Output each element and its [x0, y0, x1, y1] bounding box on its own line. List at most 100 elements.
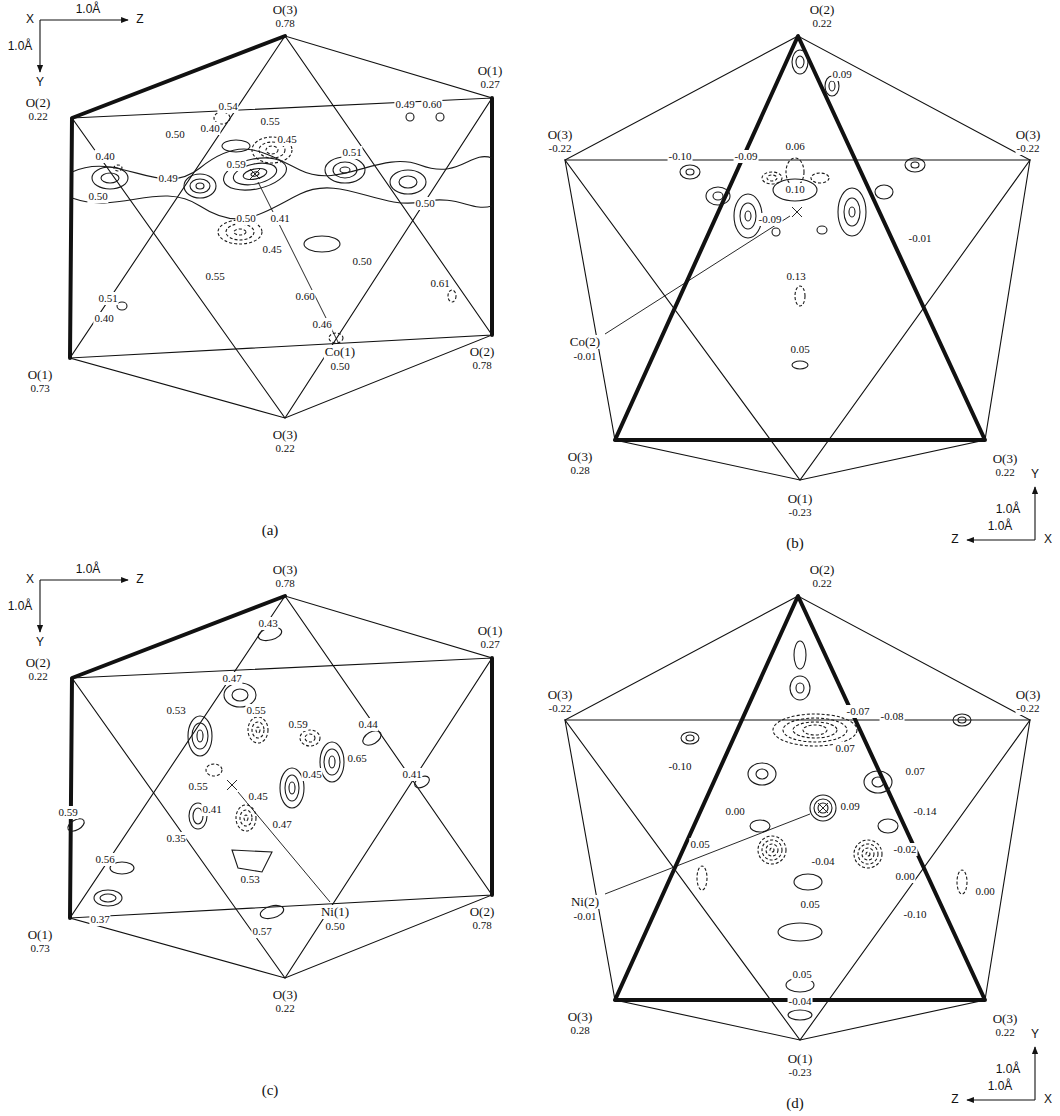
map-stroke: [706, 187, 730, 205]
density-value: 0.40: [199, 122, 220, 135]
atom-label: O(2): [25, 96, 52, 110]
map-stroke: [72, 149, 492, 179]
axis-label: 1.0Å: [75, 563, 102, 576]
map-stroke: [266, 146, 278, 154]
density-value: 0.40: [94, 150, 115, 163]
map-stroke: [305, 734, 315, 742]
density-value: 0.53: [165, 704, 186, 717]
axis-label: 1.0Å: [7, 600, 34, 613]
map-stroke: [686, 735, 694, 741]
map-stroke: [866, 852, 870, 856]
map-stroke: [248, 717, 268, 743]
map-stroke: [300, 730, 320, 746]
panel-c-map: [40, 580, 492, 978]
density-value: -0.10: [668, 150, 693, 163]
map-stroke: [958, 717, 966, 723]
atom-label: Ni(1): [320, 905, 350, 919]
map-stroke: [750, 820, 770, 832]
atom-label: O(1): [27, 928, 54, 942]
density-value: 0.28: [569, 1024, 590, 1037]
density-value: 0.13: [785, 270, 806, 283]
map-stroke: [399, 176, 417, 188]
density-value: 0.40: [93, 312, 114, 325]
density-value: 0.41: [269, 212, 290, 225]
density-value: 0.47: [271, 818, 292, 831]
density-value: 0.46: [311, 318, 332, 331]
density-value: 0.44: [357, 718, 378, 731]
density-value: 0.78: [274, 17, 295, 30]
density-value: 0.00: [724, 805, 745, 818]
atom-label: O(1): [27, 368, 54, 382]
map-stroke: [772, 228, 780, 236]
atom-label: O(3): [567, 1010, 594, 1024]
map-stroke: [227, 780, 237, 790]
map-stroke: [811, 173, 829, 183]
density-value: 0.05: [791, 968, 812, 981]
map-stroke: [681, 732, 699, 744]
axis-label: Y: [1030, 1028, 1040, 1041]
map-stroke: [448, 290, 456, 302]
density-value: 0.22: [27, 670, 48, 683]
map-stroke: [878, 819, 898, 833]
map-stroke: [740, 203, 756, 229]
map-stroke: [259, 903, 285, 921]
density-value: 0.78: [471, 919, 492, 932]
map-stroke: [814, 799, 832, 817]
map-stroke: [762, 840, 782, 860]
map-stroke: [196, 183, 204, 189]
map-stroke: [320, 742, 344, 782]
map-stroke: [788, 1010, 812, 1020]
panel-label: (a): [261, 522, 280, 538]
density-value: -0.01: [573, 350, 598, 363]
atom-label: O(3): [272, 563, 299, 577]
map-stroke: [289, 782, 295, 794]
map-stroke: [70, 36, 492, 418]
atom-label: O(3): [272, 988, 299, 1002]
density-value: -0.14: [913, 805, 938, 818]
density-value: -0.07: [846, 705, 871, 718]
map-stroke: [858, 844, 878, 864]
density-value: 0.49: [157, 172, 178, 185]
map-stroke: [324, 749, 340, 775]
density-value: 0.28: [569, 464, 590, 477]
map-stroke: [793, 722, 837, 738]
map-stroke: [967, 487, 1035, 540]
map-stroke: [232, 689, 248, 701]
axis-label: 1.0Å: [987, 1080, 1014, 1093]
map-stroke: [333, 162, 357, 178]
map-stroke: [796, 56, 804, 68]
density-value: 0.55: [187, 780, 208, 793]
map-stroke: [767, 175, 777, 181]
density-value: 0.41: [201, 803, 222, 816]
panel-label: (b): [785, 535, 805, 551]
atom-label: O(3): [1015, 688, 1042, 702]
density-value: 0.56: [94, 853, 115, 866]
density-value: 0.22: [27, 110, 48, 123]
density-value: 0.60: [294, 290, 315, 303]
atom-label: O(2): [469, 905, 496, 919]
atom-label: O(2): [809, 3, 836, 17]
axis-label: 1.0Å: [7, 40, 34, 53]
density-value: 0.50: [235, 212, 256, 225]
axis-label: X: [25, 573, 35, 586]
density-value: -0.04: [788, 995, 813, 1008]
map-stroke: [184, 174, 216, 198]
density-value: 0.05: [689, 838, 710, 851]
map-stroke: [250, 169, 260, 179]
map-stroke: [565, 36, 1030, 480]
map-stroke: [329, 756, 335, 768]
axis-label: Z: [950, 533, 959, 546]
map-stroke: [796, 683, 804, 693]
panel-b-map: [565, 36, 1035, 540]
map-stroke: [792, 50, 808, 74]
panel-d-map: [565, 596, 1035, 1100]
map-stroke: [197, 730, 203, 742]
map-stroke: [605, 814, 810, 894]
density-value: -0.04: [811, 855, 836, 868]
map-stroke: [232, 850, 272, 872]
density-value: 0.55: [259, 115, 280, 128]
density-value: -0.22: [1016, 142, 1041, 155]
density-value: 0.37: [89, 913, 110, 926]
map-stroke: [40, 580, 128, 632]
